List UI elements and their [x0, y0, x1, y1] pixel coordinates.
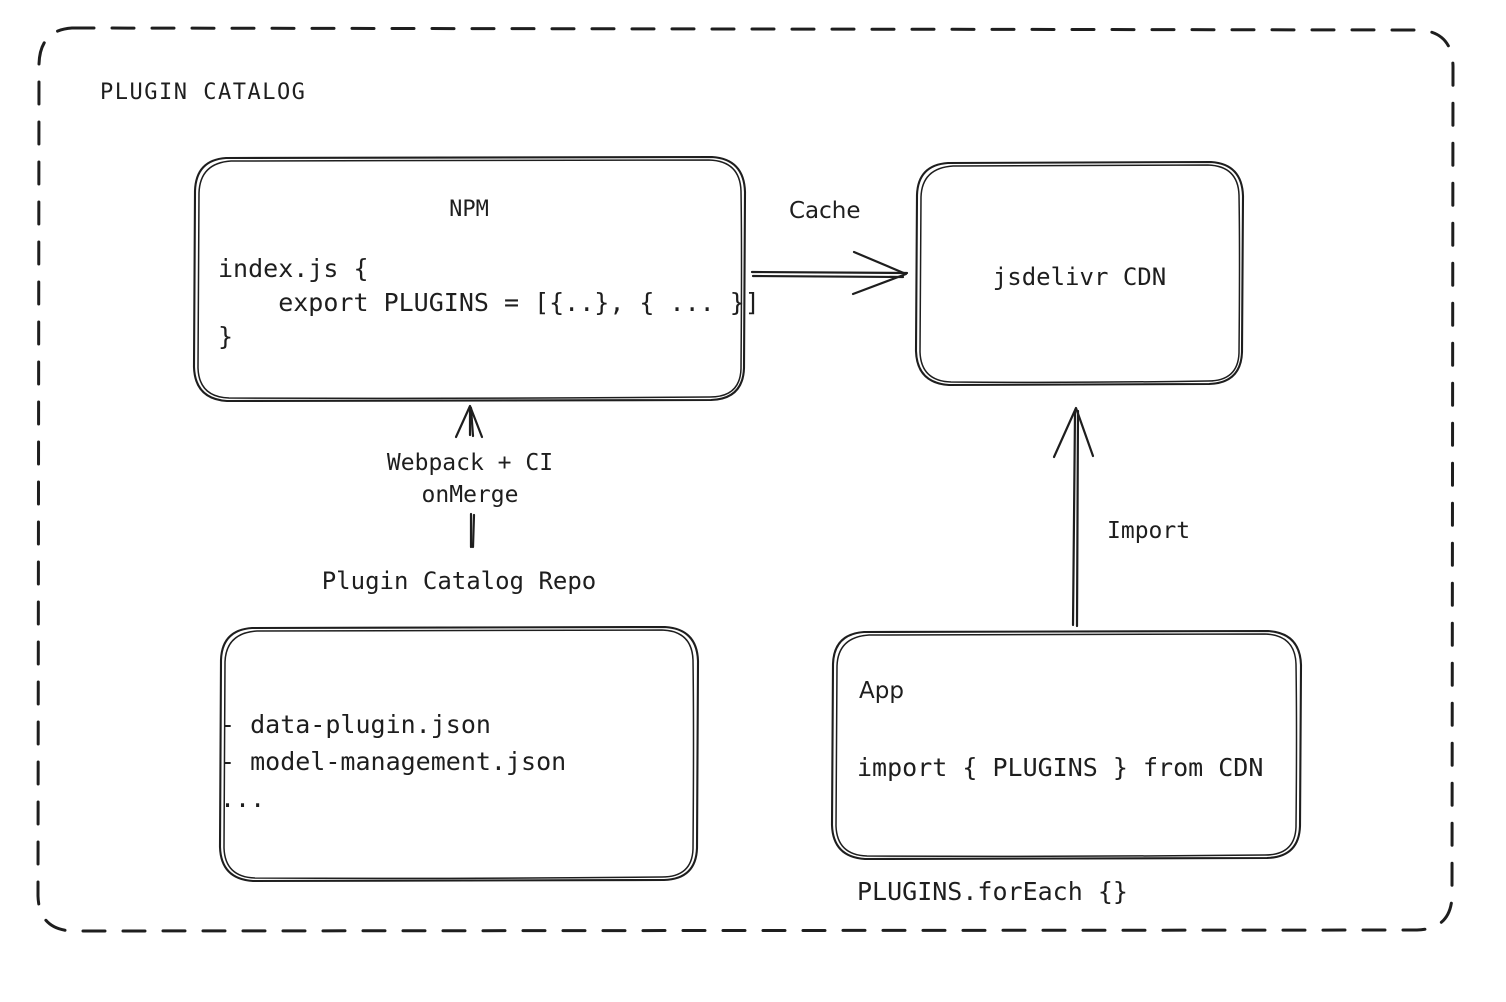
- npm-node-title: NPM: [449, 197, 489, 222]
- edge-app-to-cdn: [1052, 406, 1095, 628]
- edge-label-import: Import: [1107, 518, 1191, 544]
- app-node-code: import { PLUGINS } from CDN PLUGINS.forE…: [857, 753, 1264, 906]
- npm-node-code: index.js { export PLUGINS = [{..}, { ...…: [218, 254, 760, 351]
- edge-label-webpack-ci: Webpack + CI onMerge: [386, 450, 554, 508]
- edge-label-cache: Cache: [789, 198, 861, 224]
- edge-npm-to-cdn: [750, 250, 909, 296]
- app-node-title: App: [859, 678, 904, 704]
- outer-container-label: PLUGIN CATALOG: [100, 80, 307, 105]
- cdn-node-title: jsdelivr CDN: [992, 263, 1167, 291]
- repo-node-title: Plugin Catalog Repo: [321, 567, 597, 595]
- repo-node-file-list: - data-plugin.json - model-management.js…: [220, 710, 567, 813]
